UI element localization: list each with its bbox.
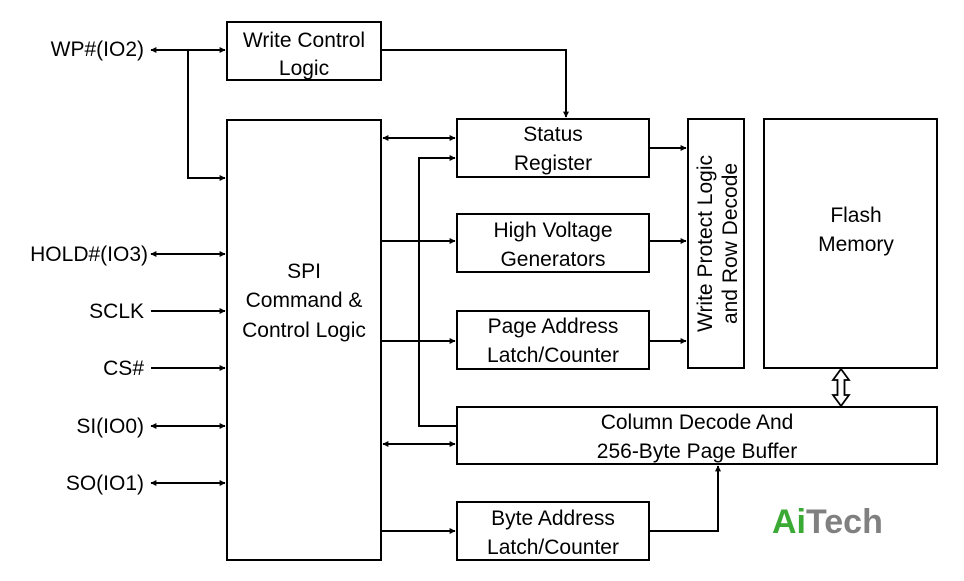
wire-column-decode-to-status xyxy=(418,155,457,427)
write-control-logic-block: Write Control Logic xyxy=(226,21,382,81)
pin-hold-label: HOLD#(IO3) xyxy=(30,243,148,266)
flash-memory-block: Flash Memory xyxy=(763,118,938,369)
page-address-label-2: Latch/Counter xyxy=(487,344,619,367)
pin-cs-label: CS# xyxy=(103,357,144,380)
byte-address-label-2: Latch/Counter xyxy=(487,536,619,559)
pin-si-label: SI(IO0) xyxy=(76,415,144,438)
page-address-label-1: Page Address xyxy=(488,315,619,338)
wire-byte-address-to-column-decode xyxy=(649,465,721,532)
wire-write-control-to-status xyxy=(381,49,569,118)
pin-sclk-label: SCLK xyxy=(89,300,144,323)
high-voltage-label-2: Generators xyxy=(500,248,605,271)
status-register-label-2: Register xyxy=(514,152,592,175)
write-control-label-1: Write Control xyxy=(243,29,365,52)
byte-address-label-1: Byte Address xyxy=(491,507,615,530)
high-voltage-label-1: High Voltage xyxy=(493,219,612,242)
byte-address-latch-block: Byte Address Latch/Counter xyxy=(456,501,650,561)
write-protect-label-1: Write Protect Logic xyxy=(694,155,717,332)
write-control-label-2: Logic xyxy=(279,57,329,80)
pin-wp-label: WP#(IO2) xyxy=(51,38,144,61)
column-decode-label-2: 256-Byte Page Buffer xyxy=(597,440,797,463)
aitech-logo: AiTech xyxy=(772,503,883,541)
status-register-label-1: Status xyxy=(523,123,583,146)
write-protect-label-2: and Row Decode xyxy=(719,163,742,324)
spi-label-2: Command & xyxy=(246,289,363,312)
column-decode-label-1: Column Decode And xyxy=(601,411,794,434)
flash-page-buffer-double-arrow xyxy=(831,367,851,408)
flash-memory-label-1: Flash xyxy=(830,204,881,227)
flash-memory-label-2: Memory xyxy=(818,233,894,256)
pin-so-label: SO(IO1) xyxy=(66,472,144,495)
svg-text:AiTech: AiTech xyxy=(772,503,883,541)
spi-label-3: Control Logic xyxy=(242,319,366,342)
logo-tech-text: Tech xyxy=(806,503,883,541)
wire-wp-to-spi xyxy=(187,50,226,181)
status-register-block: Status Register xyxy=(456,118,650,178)
spi-command-control-block: SPI Command & Control Logic xyxy=(226,119,382,561)
column-decode-page-buffer-block: Column Decode And 256-Byte Page Buffer xyxy=(456,406,938,465)
write-protect-row-decode-block: Write Protect Logic and Row Decode xyxy=(687,118,745,369)
spi-label-1: SPI xyxy=(287,260,321,283)
page-address-latch-block: Page Address Latch/Counter xyxy=(456,310,650,370)
logo-ai-text: Ai xyxy=(772,503,806,541)
high-voltage-generators-block: High Voltage Generators xyxy=(456,213,650,273)
